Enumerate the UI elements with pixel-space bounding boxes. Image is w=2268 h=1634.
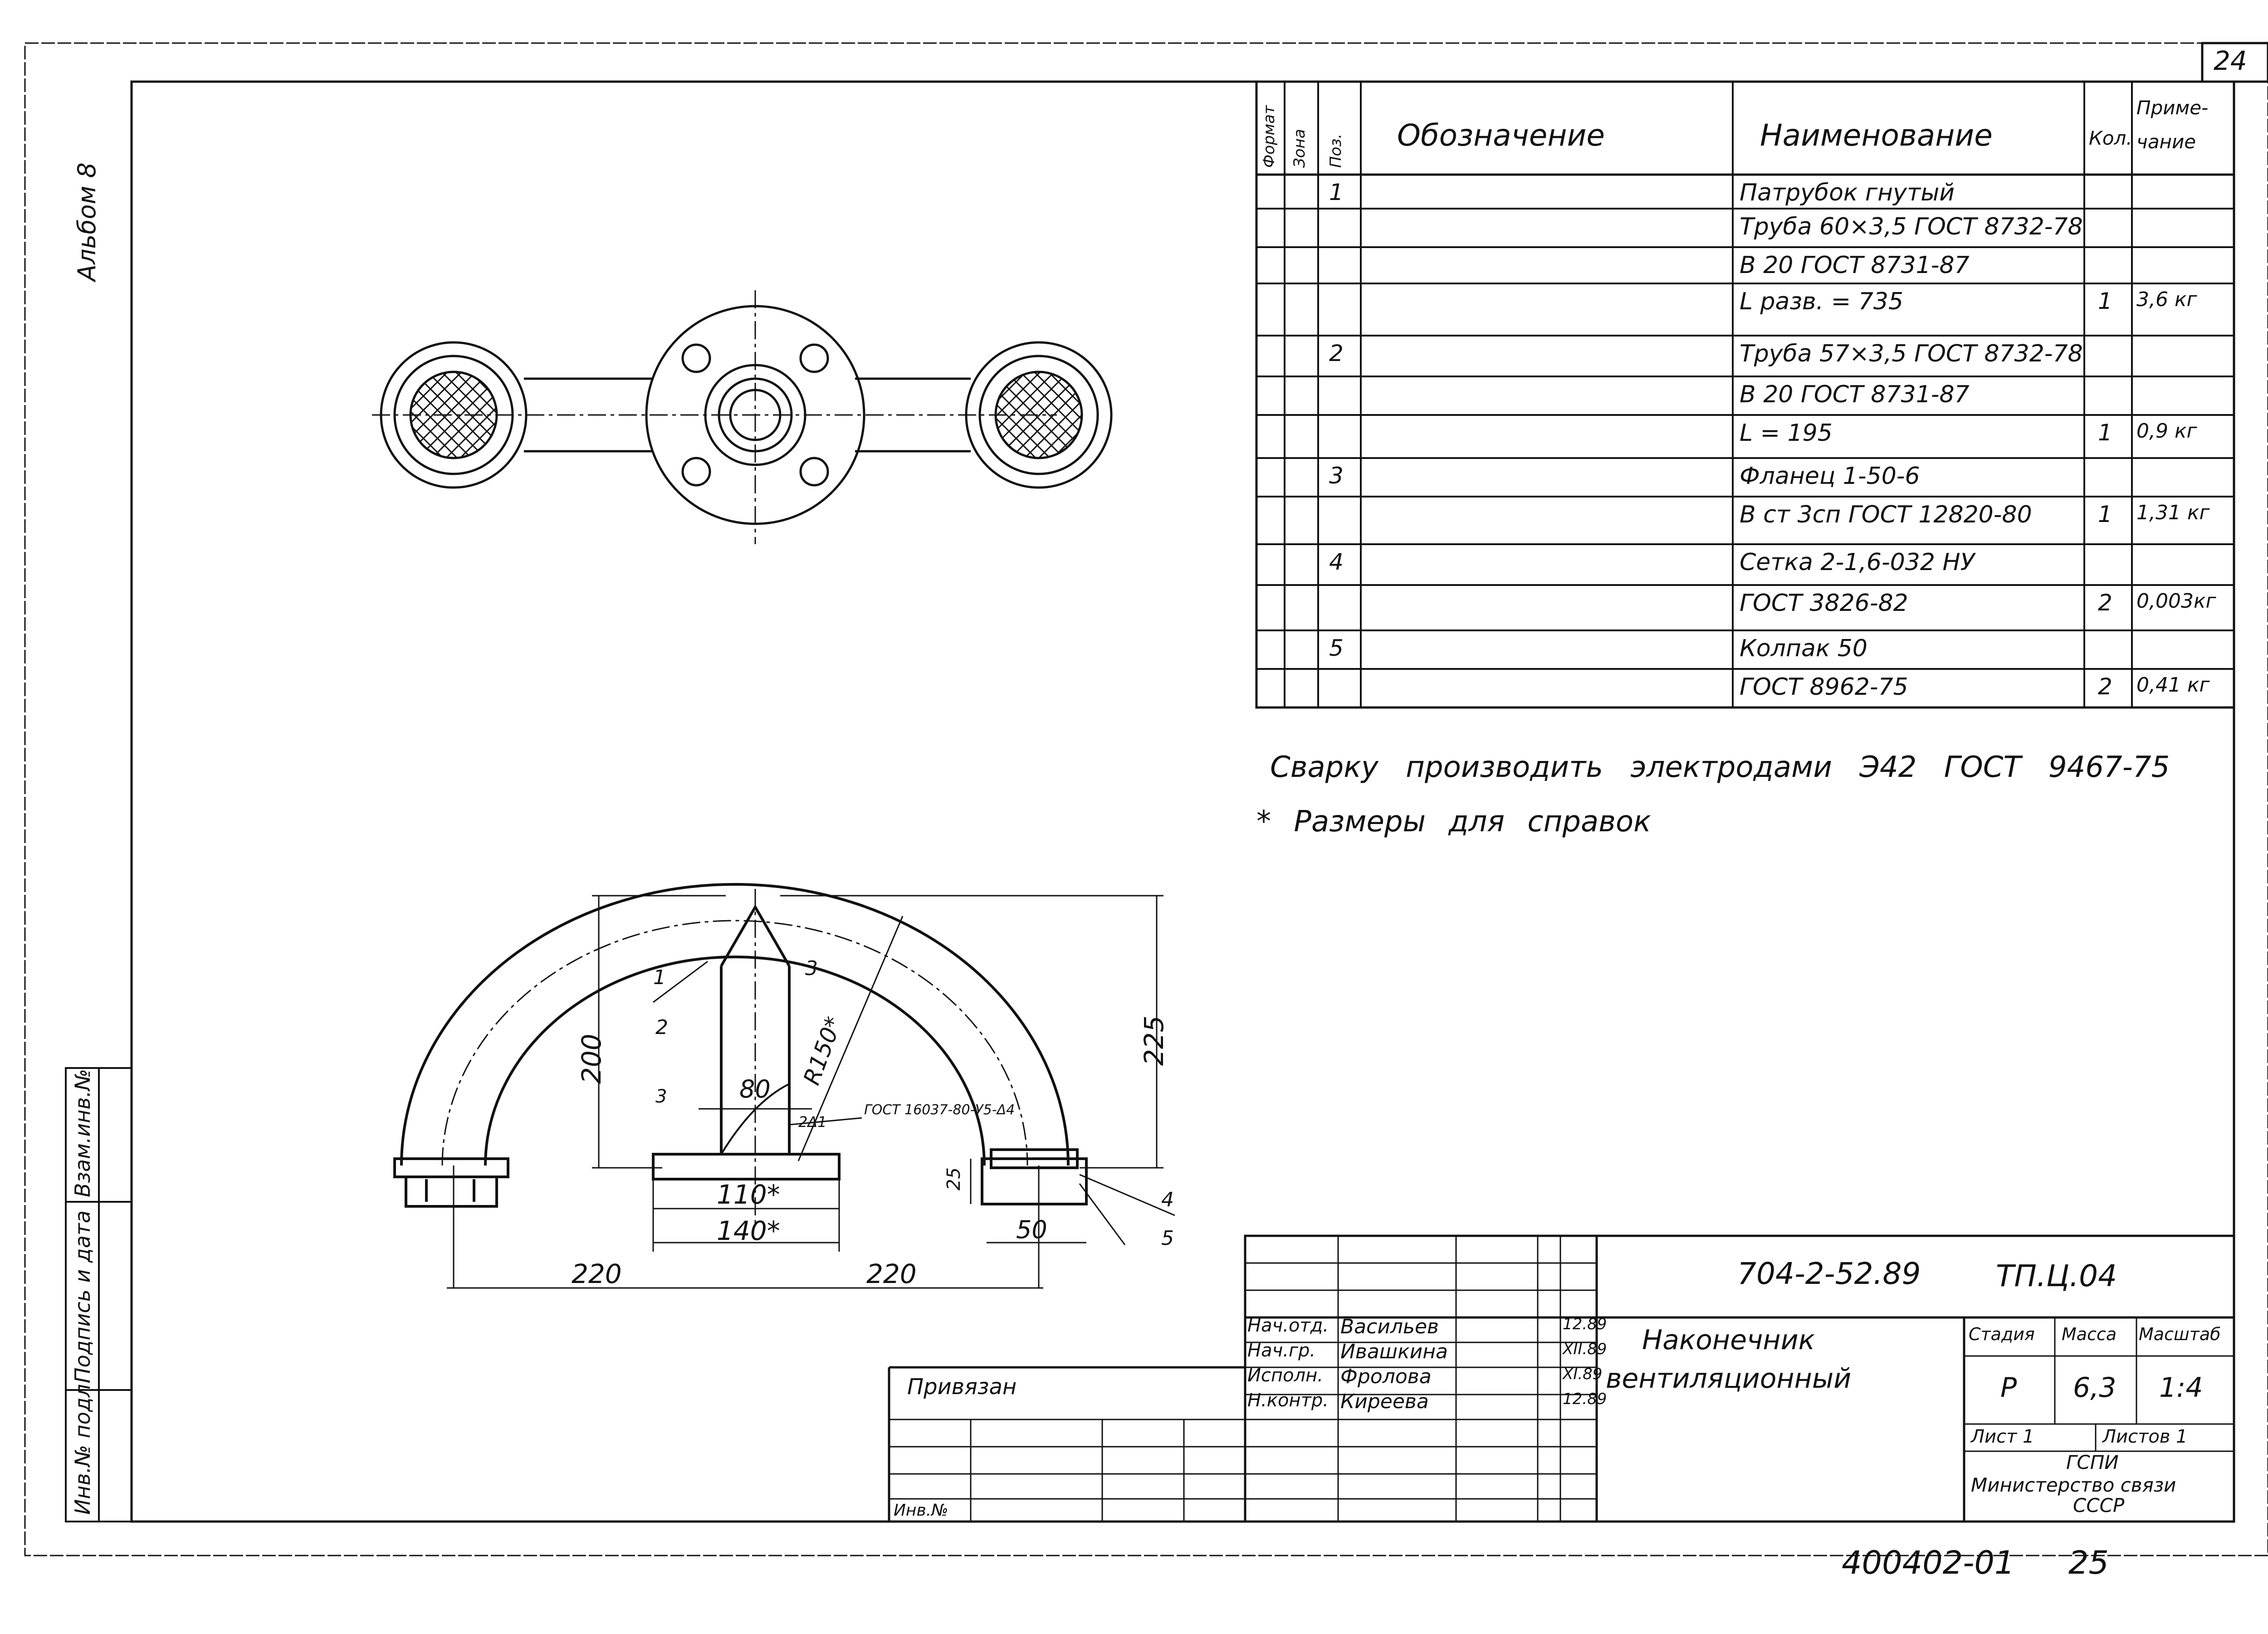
- dim-3: 3: [655, 1086, 667, 1107]
- org-line-2: Министерство связи: [1971, 1474, 2176, 1496]
- role-title: Исполн.: [1247, 1365, 1323, 1386]
- mass-label: Масса: [2062, 1324, 2117, 1344]
- mass-value: 6,3: [2073, 1372, 2116, 1404]
- leader-2: 2: [655, 1016, 668, 1039]
- role-date: XII.89: [1563, 1340, 1607, 1358]
- spec-name: Сетка 2-1,6-032 НУ: [1740, 549, 1975, 576]
- spec-note: 0,003кг: [2136, 590, 2216, 613]
- spec-qty: 1: [2098, 501, 2112, 527]
- role-date: 12.89: [1563, 1315, 1607, 1333]
- side-label: Инв.№ подл.: [70, 1377, 95, 1515]
- header-designation: Обозначение: [1397, 118, 1605, 153]
- role-name: Киреева: [1340, 1390, 1429, 1413]
- doc-code: 704-2-52.89: [1737, 1256, 1921, 1291]
- scale-label: Масштаб: [2139, 1324, 2221, 1344]
- spec-note: 3,6 кг: [2136, 288, 2197, 311]
- front-view: [393, 883, 1088, 1288]
- spec-pos: 2: [1329, 340, 1344, 366]
- spec-name: Труба 60×3,5 ГОСТ 8732-78: [1740, 213, 2083, 240]
- spec-pos: 3: [1329, 463, 1344, 489]
- spec-name: Труба 57×3,5 ГОСТ 8732-78: [1740, 340, 2083, 367]
- bottom-page: 25: [2068, 1544, 2109, 1581]
- stage-label: Стадия: [1969, 1324, 2035, 1344]
- role-title: Н.контр.: [1247, 1390, 1329, 1411]
- dim-110: 110*: [717, 1179, 780, 1210]
- spec-qty: 2: [2098, 590, 2112, 616]
- spec-pos: 4: [1329, 549, 1344, 575]
- role-name: Ивашкина: [1340, 1340, 1448, 1363]
- leader-5: 5: [1161, 1227, 1174, 1250]
- bottom-code: 400402-01: [1842, 1544, 2015, 1581]
- dim-200: 200: [576, 1034, 607, 1084]
- title-line-2: вентиляционный: [1606, 1363, 1852, 1395]
- page-number: 24: [2214, 45, 2247, 76]
- spec-pos: 5: [1329, 635, 1344, 661]
- spec-qty: 2: [2098, 673, 2112, 700]
- privyazan-label: Привязан: [907, 1374, 1017, 1400]
- role-date: 12.89: [1563, 1390, 1607, 1408]
- header-format: Формат: [1260, 105, 1278, 168]
- spec-qty: 1: [2098, 288, 2112, 314]
- spec-name: Патрубок гнутый: [1740, 179, 1955, 206]
- spec-name: В ст 3сп ГОСТ 12820-80: [1740, 501, 2032, 528]
- weld-size: 2Δ1: [798, 1113, 827, 1131]
- spec-note: 0,41 кг: [2136, 673, 2210, 697]
- spec-note: 0,9 кг: [2136, 419, 2197, 443]
- note-reference: * Размеры для справок: [1256, 805, 1651, 839]
- role-title: Нач.гр.: [1247, 1340, 1316, 1361]
- spec-name: ГОСТ 8962-75: [1740, 673, 1908, 701]
- spec-name: L разв. = 735: [1740, 288, 1904, 315]
- sheet-label: Лист 1: [1971, 1426, 2034, 1447]
- leader-3: 3: [805, 957, 818, 980]
- dim-140: 140*: [717, 1215, 780, 1246]
- dim-25: 25: [943, 1167, 964, 1190]
- note-welding: Сварку производить электродами Э42 ГОСТ …: [1270, 751, 2170, 784]
- spec-name: L = 195: [1740, 419, 1833, 447]
- inv-no-label: Инв.№: [894, 1501, 948, 1520]
- org-line-1: ГСПИ: [2066, 1451, 2119, 1473]
- side-label: Подпись и дата: [70, 1210, 95, 1383]
- header-qty: Кол.: [2089, 127, 2132, 149]
- sheets-label: Листов 1: [2102, 1426, 2188, 1447]
- spec-name: Фланец 1-50-6: [1740, 463, 1920, 490]
- header-zone: Зона: [1290, 129, 1309, 168]
- side-note: Альбом 8: [73, 162, 101, 281]
- title-line-1: Наконечник: [1642, 1324, 1815, 1356]
- stage-value: Р: [2000, 1372, 2017, 1404]
- spec-name: В 20 ГОСТ 8731-87: [1740, 252, 1970, 279]
- role-title: Нач.отд.: [1247, 1315, 1329, 1336]
- header-pos: Поз.: [1327, 133, 1345, 168]
- spec-note: 1,31 кг: [2136, 501, 2210, 524]
- leader-4: 4: [1161, 1188, 1174, 1211]
- spec-pos: 1: [1329, 179, 1344, 205]
- org-line-3: СССР: [2073, 1494, 2125, 1517]
- side-label: Взам.инв.№: [70, 1068, 95, 1197]
- spec-qty: 1: [2098, 419, 2112, 446]
- scale-value: 1:4: [2159, 1372, 2203, 1404]
- header-name: Наименование: [1760, 118, 1993, 153]
- spec-name: В 20 ГОСТ 8731-87: [1740, 381, 1970, 408]
- dim-225: 225: [1139, 1015, 1169, 1066]
- dim-220-right: 220: [866, 1258, 917, 1289]
- dim-50: 50: [1016, 1215, 1047, 1244]
- dim-80: 80: [739, 1075, 771, 1103]
- weld-label: ГОСТ 16037-80-У5-Δ4: [864, 1102, 1015, 1118]
- leader-1: 1: [653, 966, 666, 989]
- plan-view: [372, 290, 1113, 544]
- dim-220-left: 220: [572, 1258, 622, 1289]
- header-note: Приме- чание: [2136, 97, 2209, 153]
- series-code: ТП.Ц.04: [1996, 1258, 2117, 1293]
- role-name: Васильев: [1340, 1315, 1439, 1338]
- spec-name: ГОСТ 3826-82: [1740, 590, 1908, 617]
- role-name: Фролова: [1340, 1365, 1432, 1388]
- role-date: XI.89: [1563, 1365, 1603, 1383]
- spec-name: Колпак 50: [1740, 635, 1867, 662]
